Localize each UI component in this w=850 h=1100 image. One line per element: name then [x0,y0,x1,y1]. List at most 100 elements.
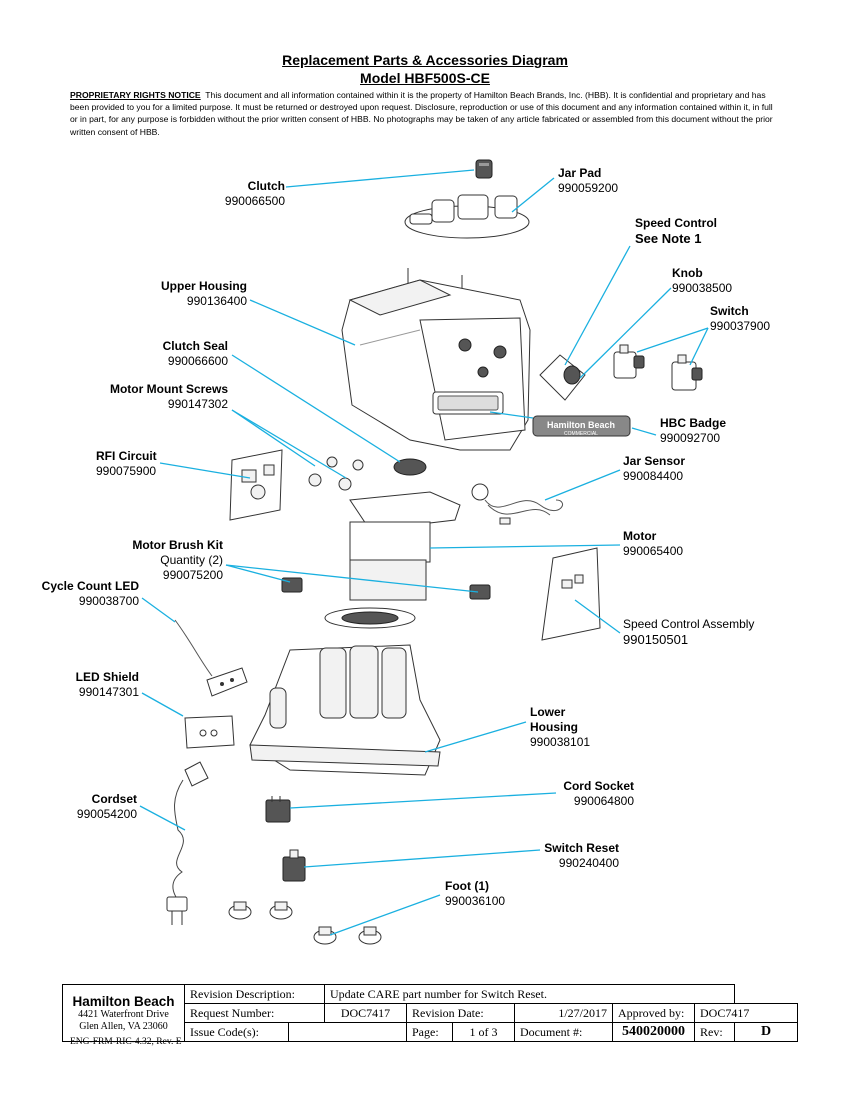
rev-desc-value: Update CARE part number for Switch Reset… [324,984,735,1004]
label-foot: Foot (1)990036100 [445,879,505,909]
switch-drawing-1 [613,344,645,379]
part-name: Jar Sensor [623,454,686,468]
part-number: 990147301 [78,685,139,699]
part-name: Upper Housing [161,279,247,293]
part-name: Speed Control Assembly [623,617,755,631]
cord-socket-drawing [265,796,291,823]
feet-drawing [228,901,382,945]
speed-control-assembly-drawing [541,547,601,641]
docnum-value: 540020000 [612,1022,695,1042]
cycle-count-led-drawing [174,619,248,697]
company-block: Hamilton Beach 4421 Waterfront Drive Gle… [62,984,185,1042]
part-name: Motor [623,529,657,543]
part-number: 990075900 [96,464,157,478]
form-footer: ENG-FRM-RIC-4.32, Rev. E [70,1037,182,1047]
proprietary-notice: PROPRIETARY RIGHTS NOTICE This document … [70,89,782,138]
hbc-badge-drawing: Hamilton Beach COMMERCIAL [532,415,631,437]
part-number: 990036100 [445,894,506,908]
switch-reset-drawing [282,849,306,882]
part-number: 990059200 [558,181,619,195]
part-number: 990037900 [710,319,771,333]
part-note: See Note 1 [635,231,702,246]
part-number: 990038500 [672,281,733,295]
motor-brush-drawing-2 [469,584,491,600]
part-name: Jar Pad [558,166,602,180]
badge-line1: Hamilton Beach [547,420,615,430]
part-number: 990066500 [224,194,285,208]
request-value: DOC7417 [324,1003,407,1023]
part-number: 990075200 [162,568,223,582]
part-name: LED Shield [75,670,139,684]
part-number: 990054200 [76,807,137,821]
part-number: 990066600 [167,354,228,368]
approved-value: DOC7417 [694,1003,798,1023]
part-number: 990147302 [167,397,228,411]
clutch-drawing [475,159,493,179]
part-name: Foot (1) [445,879,489,893]
switch-drawing-2 [671,354,703,391]
part-name: Motor Brush Kit [132,538,223,552]
part-name: RFI Circuit [96,449,157,463]
rev-date-value: 1/27/2017 [514,1003,613,1023]
part-number: 990240400 [558,856,619,870]
part-name: Switch Reset [544,841,619,855]
part-number: 990064800 [573,794,634,808]
part-number: 990084400 [623,469,684,483]
lower-housing-drawing [249,644,441,776]
address-line-2: Glen Allen, VA 23060 [79,1020,168,1032]
model-title: Model HBF500S-CE [360,70,490,86]
part-name: Switch [710,304,749,318]
rev-label: Rev: [694,1022,735,1042]
jar-pad-drawing [404,194,530,239]
approved-label: Approved by: [612,1003,695,1023]
part-name: Clutch Seal [162,339,228,353]
part-number: 990150501 [623,632,689,647]
part-name: Clutch [247,179,285,193]
issue-value [288,1022,407,1042]
part-number: 990065400 [623,544,684,558]
led-shield-drawing [184,715,235,749]
issue-label: Issue Code(s): [184,1022,289,1042]
part-name: Cord Socket [563,779,634,793]
badge-line2: COMMERCIAL [564,431,598,437]
notice-heading: PROPRIETARY RIGHTS NOTICE [70,90,201,100]
address-line-1: 4421 Waterfront Drive [78,1008,169,1020]
page-label: Page: [406,1022,453,1042]
leader-lines [139,169,709,936]
company-logo: Hamilton Beach [72,993,175,1009]
part-name: Cordset [91,792,137,806]
cordset-drawing [166,761,209,925]
part-name: Speed Control [635,216,718,230]
rev-value: D [734,1022,798,1042]
docnum-label: Document #: [514,1022,613,1042]
part-name: HBC Badge [660,416,727,430]
rev-date-label: Revision Date: [406,1003,515,1023]
jar-sensor-drawing [471,483,563,525]
title-block: Hamilton Beach 4421 Waterfront Drive Gle… [62,984,798,1042]
part-name: Motor Mount Screws [109,382,228,396]
notice-text: This document and all information contai… [70,90,773,137]
part-number: 990038700 [78,594,139,608]
part-name: Knob [672,266,703,280]
part-number: 990038101 [530,735,591,749]
motor-drawing [324,491,461,629]
part-number: 990092700 [660,431,721,445]
page-value: 1 of 3 [452,1022,515,1042]
